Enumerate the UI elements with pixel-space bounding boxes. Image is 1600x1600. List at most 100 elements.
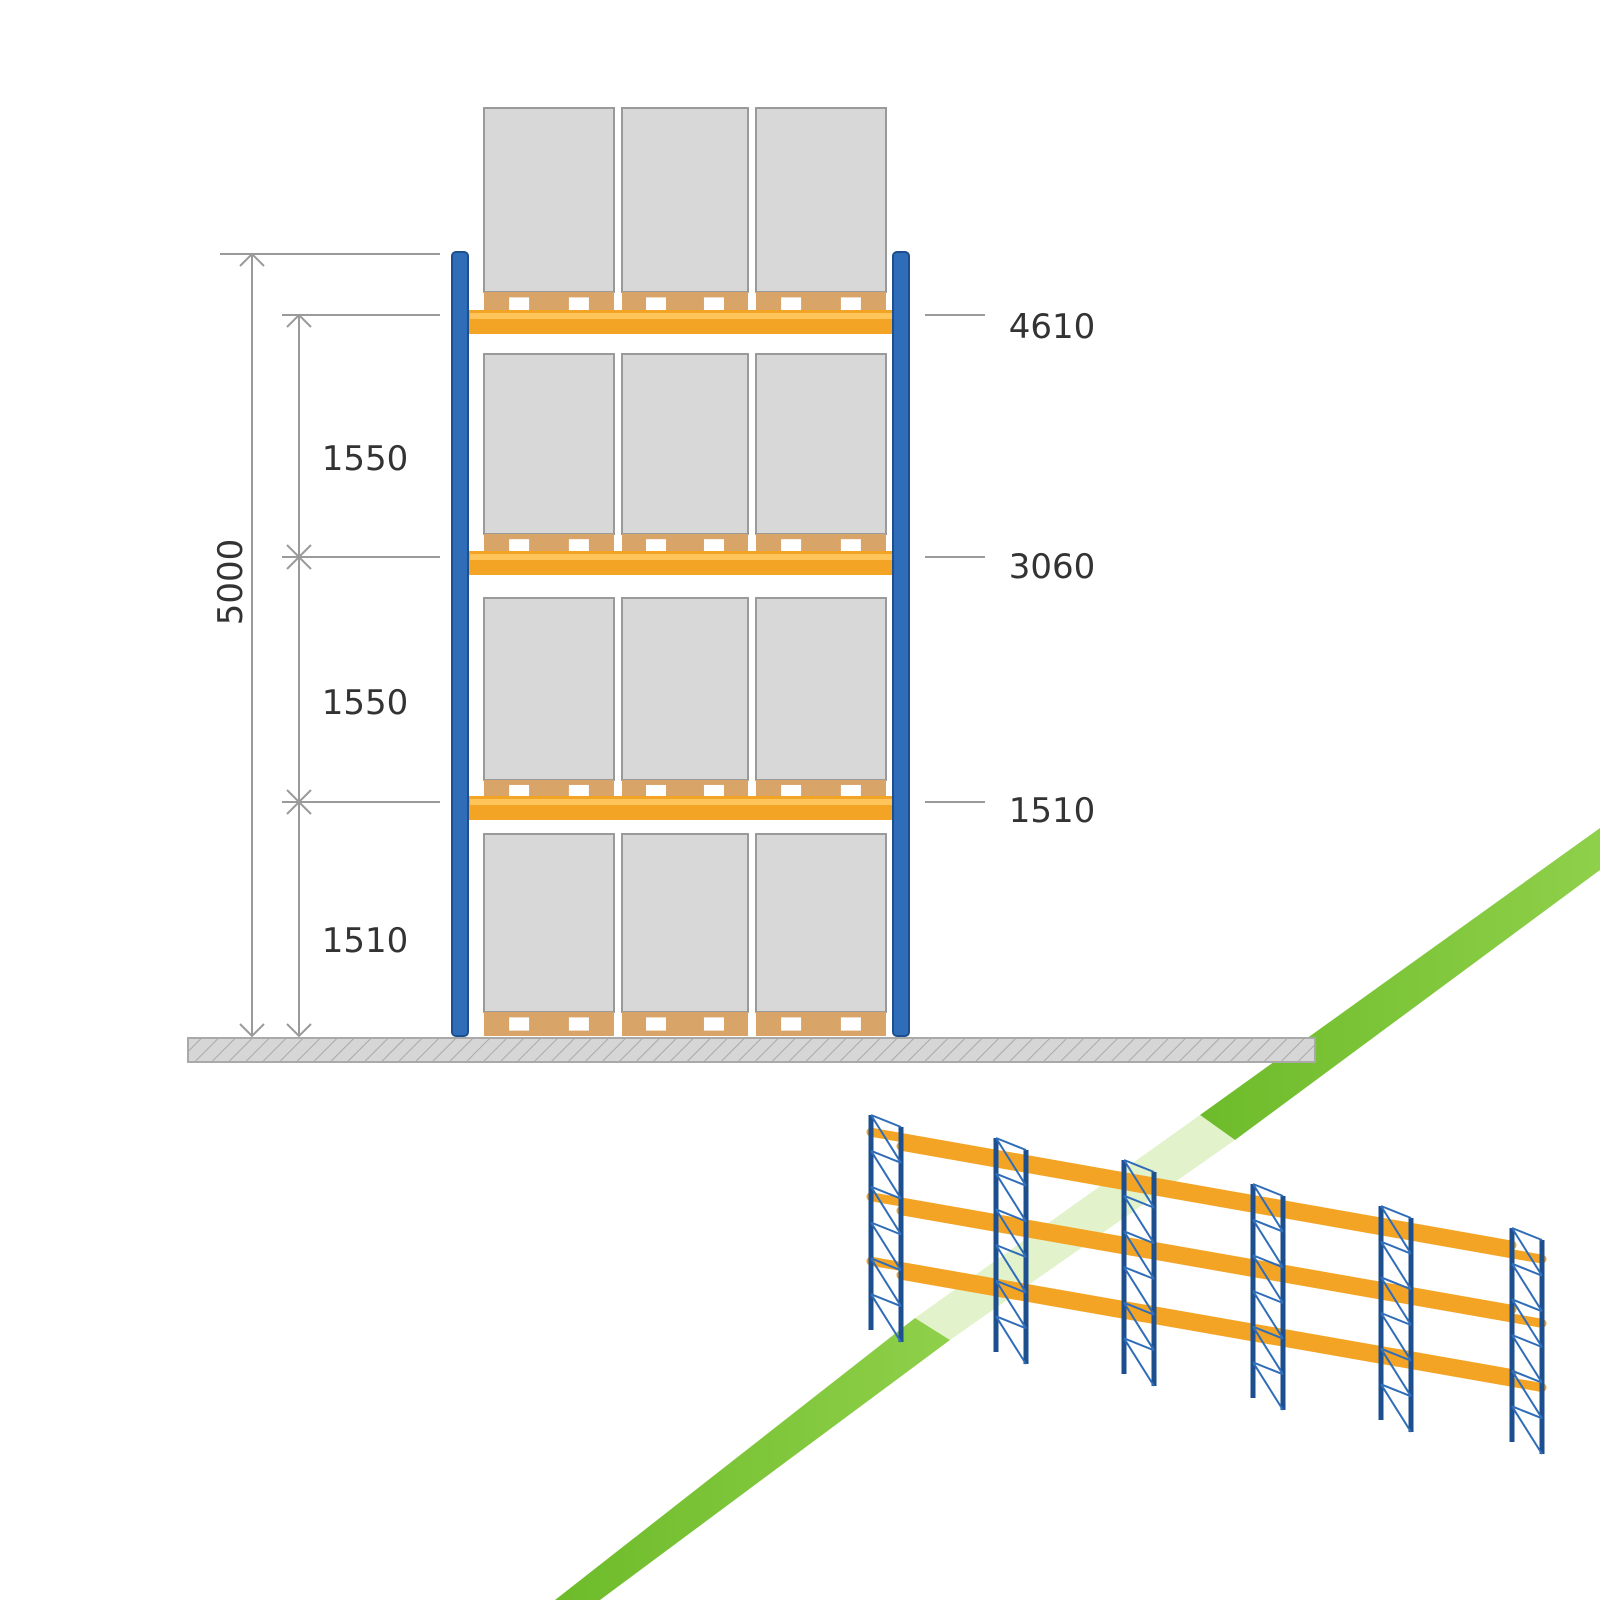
iso-frame-brace <box>995 1280 1027 1329</box>
iso-frame-strut <box>870 1114 902 1128</box>
load-beam-highlight <box>470 554 895 560</box>
pallet-slot <box>509 1017 530 1031</box>
dim-ticks <box>239 252 312 1038</box>
pallet-load-box <box>621 107 749 293</box>
iso-frame-strut <box>1252 1325 1284 1340</box>
uprights <box>451 251 910 1037</box>
iso-frame-brace <box>1380 1312 1412 1362</box>
iso-frame-strut <box>1380 1240 1412 1255</box>
iso-frame-strut <box>1380 1276 1412 1291</box>
elevation-label-top-beam: 4610 <box>1009 307 1096 347</box>
pallet-load-box <box>483 833 615 1013</box>
iso-frame-brace <box>870 1150 902 1200</box>
upright-post <box>451 251 469 1037</box>
iso-frame-strut <box>870 1149 902 1164</box>
iso-frame-brace <box>1123 1266 1155 1316</box>
pallet-slot <box>646 784 667 798</box>
pallet-slot <box>703 784 724 798</box>
iso-frame-brace <box>1380 1205 1412 1255</box>
iso-frame-strut <box>1123 1337 1155 1352</box>
iso-frame-brace <box>1511 1370 1543 1419</box>
pallet-slot <box>703 297 724 311</box>
iso-frame-brace <box>1511 1298 1543 1348</box>
iso-frame-strut <box>995 1315 1027 1330</box>
iso-frame-brace <box>1123 1337 1155 1387</box>
iso-frame-brace <box>1252 1219 1284 1268</box>
dim-label-level-3: 1510 <box>322 921 409 961</box>
iso-frame-strut <box>995 1279 1027 1294</box>
iso-frame-strut <box>1511 1405 1543 1420</box>
iso-frame-brace <box>1380 1276 1412 1326</box>
iso-beam <box>866 1192 1517 1314</box>
iso-frame-strut <box>1511 1369 1543 1384</box>
iso-frame-brace <box>870 1293 902 1343</box>
iso-frame-brace <box>1123 1230 1155 1280</box>
pallet-slot <box>568 1017 589 1031</box>
iso-frame-strut <box>1380 1383 1412 1398</box>
iso-frame-brace <box>1252 1290 1284 1340</box>
pallet-slot <box>646 297 667 311</box>
pallet-load-box <box>621 833 749 1013</box>
iso-frame-brace <box>1252 1326 1284 1375</box>
iso-frame-brace <box>995 1208 1027 1258</box>
pallet-slot <box>646 1017 667 1031</box>
iso-upright-frame <box>1121 1159 1157 1387</box>
pallet-load-box <box>621 353 749 535</box>
pallet-slot <box>646 539 667 552</box>
pallet-slot <box>703 1017 724 1031</box>
iso-frame-brace <box>995 1137 1027 1187</box>
pallet-rack-isometric <box>866 1114 1547 1455</box>
pallet-slot <box>509 784 530 798</box>
pallet-base <box>622 1012 748 1036</box>
iso-beam <box>866 1256 1517 1379</box>
iso-frame-brace <box>870 1257 902 1307</box>
iso-frame-brace <box>1511 1227 1543 1277</box>
pallet-slot <box>703 539 724 552</box>
iso-frame-brace <box>870 1186 902 1236</box>
dim-label-level-1: 1550 <box>322 439 409 479</box>
pallet-load-box <box>621 597 749 781</box>
floor-slab <box>187 1037 1316 1063</box>
iso-frame-brace <box>1380 1383 1412 1433</box>
iso-frame-strut <box>1252 1218 1284 1233</box>
iso-frame-brace <box>1380 1241 1412 1290</box>
iso-frame-strut <box>870 1221 902 1236</box>
pallet-slot <box>568 784 589 798</box>
beams <box>464 310 901 820</box>
pallet-slot <box>781 297 802 311</box>
pallet-slot <box>509 297 530 311</box>
iso-frame-strut <box>1380 1347 1412 1362</box>
iso-beam <box>896 1270 1547 1393</box>
dimension-lines <box>220 252 985 1038</box>
iso-upright-frame <box>868 1114 904 1343</box>
pallet-slot <box>840 297 861 311</box>
pallet-load-box <box>755 107 887 293</box>
iso-frame-strut <box>1380 1312 1412 1326</box>
divider-lower-segment <box>555 1318 950 1600</box>
iso-frame-strut <box>1123 1266 1155 1280</box>
iso-frame-brace <box>1123 1159 1155 1209</box>
iso-frame-strut <box>1123 1194 1155 1209</box>
pallet-load-box <box>755 353 887 535</box>
iso-beam <box>896 1141 1547 1264</box>
iso-frame-strut <box>1380 1205 1412 1219</box>
iso-frame-strut <box>995 1172 1027 1187</box>
pallet-slot <box>781 1017 802 1031</box>
elevation-label-middle-beam: 3060 <box>1009 547 1096 587</box>
iso-upright-frame <box>1250 1183 1286 1411</box>
iso-frame-strut <box>1511 1298 1543 1313</box>
pallet-slot <box>568 539 589 552</box>
iso-frame-strut <box>870 1185 902 1200</box>
pallet-slot <box>568 297 589 311</box>
load-beam-highlight <box>470 313 895 319</box>
pallet-load-box <box>483 353 615 535</box>
iso-frame-strut <box>995 1208 1027 1223</box>
elevation-label-bottom-beam: 1510 <box>1009 791 1096 831</box>
dim-label-level-2: 1550 <box>322 683 409 723</box>
pallet-load-box <box>755 833 887 1013</box>
iso-frame-strut <box>1123 1159 1155 1173</box>
iso-upright-frame <box>1378 1205 1414 1433</box>
iso-frame-brace <box>995 1315 1027 1365</box>
pallet-slot <box>840 539 861 552</box>
